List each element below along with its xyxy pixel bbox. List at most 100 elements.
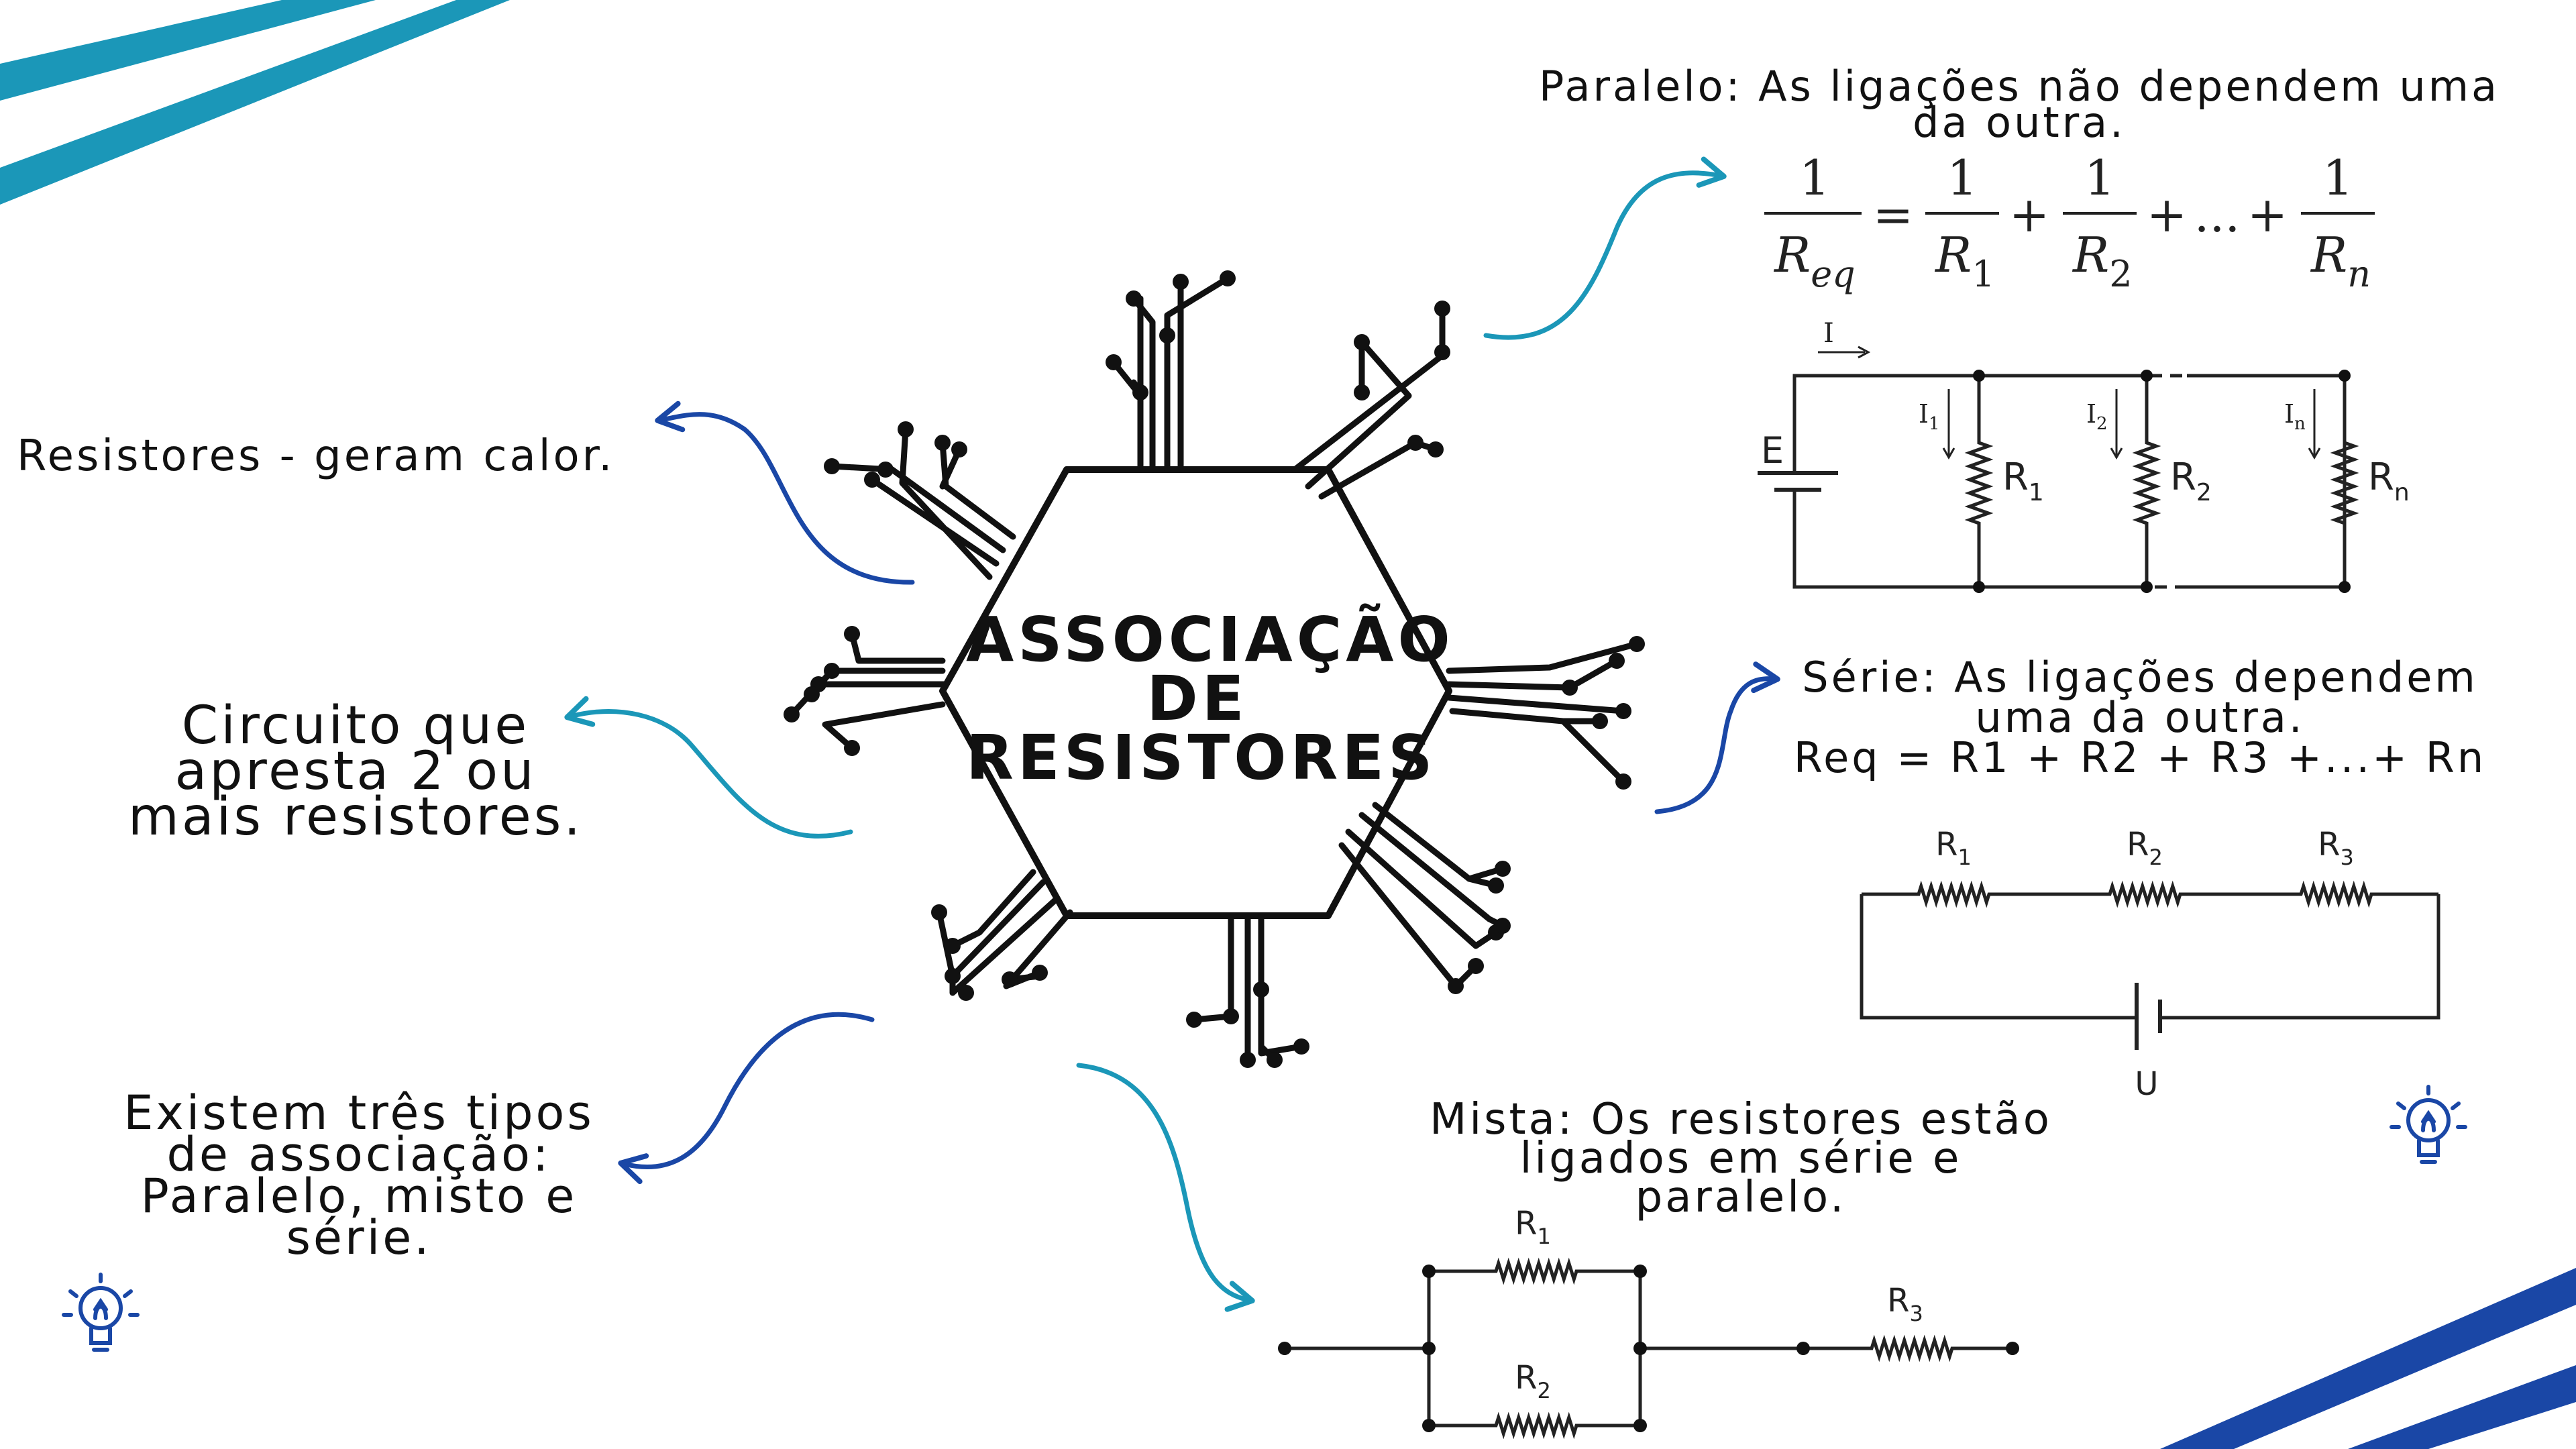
- circuit-trace: [1345, 828, 1499, 949]
- svg-text:R1: R1: [2002, 455, 2044, 506]
- circuit-node: [824, 458, 840, 474]
- circuit-node: [1126, 290, 1142, 307]
- svg-text:In: In: [2284, 399, 2306, 434]
- circuit-node: [934, 435, 951, 451]
- circuit-node: [1633, 1265, 1647, 1278]
- circuit-node: [824, 663, 840, 679]
- svg-text:R3: R3: [2318, 826, 2354, 870]
- circuit-trace: [949, 869, 1036, 949]
- formula-num: 1: [1799, 150, 1830, 206]
- circuit-node: [1434, 301, 1450, 317]
- svg-text:R2: R2: [2170, 455, 2212, 506]
- svg-text:I1: I1: [1919, 399, 1940, 434]
- circuit-node: [951, 441, 967, 458]
- circuit-node: [1592, 713, 1608, 729]
- circuit-trace: [1164, 275, 1231, 473]
- circuit-node: [1278, 1342, 1291, 1355]
- circuit-node: [1428, 441, 1444, 458]
- circuit-node: [1173, 274, 1189, 290]
- circuit-node: [1633, 1419, 1647, 1432]
- circuit-trace: [1446, 694, 1627, 714]
- circuit-node: [1267, 1052, 1283, 1068]
- circuit-node: [1032, 965, 1048, 981]
- circuit-node: [804, 686, 820, 702]
- arrow-to-mista: [1076, 1063, 1255, 1312]
- circuit-trace: [899, 426, 993, 580]
- circuit-trace: [1318, 439, 1419, 500]
- circuit-node: [844, 626, 860, 642]
- svg-text:R1: R1: [1515, 1205, 1551, 1249]
- svg-text:I: I: [1823, 318, 1834, 349]
- circuit-trace: [849, 631, 946, 664]
- circuit-node: [1434, 344, 1450, 360]
- circuit-trace: [1305, 339, 1412, 490]
- circuit-node: [958, 985, 974, 1001]
- circuit-node: [1132, 384, 1148, 400]
- circuit-node: [1488, 877, 1504, 894]
- lightbulb-icon: [2390, 1085, 2467, 1164]
- circuit-node: [1159, 327, 1175, 343]
- circuit-node: [1448, 978, 1464, 994]
- note-circuito: Circuito que apresta 2 ou mais resistore…: [127, 696, 584, 847]
- circuit-node: [1615, 773, 1631, 790]
- svg-text:R3: R3: [1887, 1282, 1923, 1326]
- svg-text:+: +: [2009, 186, 2049, 243]
- circuit-node: [1354, 384, 1370, 400]
- central-title: ASSOCIAÇÃO DE RESISTORES: [966, 604, 1454, 789]
- arrow-to-resistores: [655, 400, 915, 585]
- circuit-node: [2006, 1342, 2019, 1355]
- svg-text:=: =: [1873, 186, 1913, 243]
- svg-text:1: 1: [2084, 150, 2115, 206]
- svg-text:I2: I2: [2086, 399, 2108, 434]
- svg-text:R2: R2: [2072, 227, 2133, 295]
- circuit-trace: [1130, 295, 1156, 473]
- circuit-node: [898, 421, 914, 437]
- circuit-node: [1354, 334, 1370, 350]
- lightbulb-icon: [62, 1273, 140, 1352]
- circuit-node: [1495, 918, 1511, 934]
- circuit-node: [1240, 1052, 1256, 1068]
- svg-text:R1: R1: [1934, 227, 1995, 295]
- title-line-1: ASSOCIAÇÃO: [966, 604, 1454, 676]
- svg-text:Rn: Rn: [2368, 455, 2410, 506]
- circuit-node: [784, 706, 800, 722]
- corner-stripes-bottom-right: [2160, 1268, 2576, 1449]
- circuit-node: [1609, 653, 1625, 669]
- circuit-node: [1407, 435, 1424, 451]
- arrow-to-paralelo: [1483, 156, 1727, 340]
- circuit-trace: [1258, 912, 1305, 1057]
- circuit-nodes: [784, 270, 1645, 1068]
- circuit-node: [1633, 1342, 1647, 1355]
- svg-text:E: E: [1761, 429, 1784, 472]
- svg-text:+: +: [2247, 186, 2288, 243]
- circuit-node: [1796, 1342, 1810, 1355]
- circuit-node: [864, 472, 880, 488]
- parallel-formula: 1 Req = 1 R1 + 1 R2 + ... + 1 Rn: [1764, 150, 2375, 295]
- circuit-trace: [939, 439, 1016, 540]
- circuit-node: [1495, 861, 1511, 877]
- svg-text:Rn: Rn: [2310, 227, 2371, 295]
- arrows: [564, 156, 1780, 1312]
- note-mista: Mista: Os resistores estão ligados em sé…: [1430, 1095, 2052, 1222]
- svg-text:...: ...: [2194, 186, 2241, 243]
- svg-text:+: +: [2147, 186, 2187, 243]
- circuit-node: [1220, 270, 1236, 286]
- circuit-node: [877, 462, 894, 478]
- arrow-to-serie: [1654, 661, 1780, 814]
- circuit-node: [1422, 1342, 1436, 1355]
- circuit-node: [931, 904, 947, 920]
- central-hexagon-circuit: [784, 270, 1645, 1068]
- svg-text:1: 1: [1947, 150, 1978, 206]
- note-existem: Existem três tipos de associação: Parale…: [123, 1085, 594, 1265]
- svg-text:R2: R2: [2127, 826, 2163, 870]
- circuit-node: [945, 938, 961, 954]
- svg-text:1: 1: [2322, 150, 2353, 206]
- circuit-node: [1562, 680, 1578, 696]
- note-paralelo: Paralelo: As ligações não dependem uma d…: [1538, 62, 2500, 147]
- circuit-node: [1223, 1008, 1239, 1024]
- svg-text:R2: R2: [1515, 1359, 1551, 1403]
- circuit-node: [1186, 1012, 1202, 1028]
